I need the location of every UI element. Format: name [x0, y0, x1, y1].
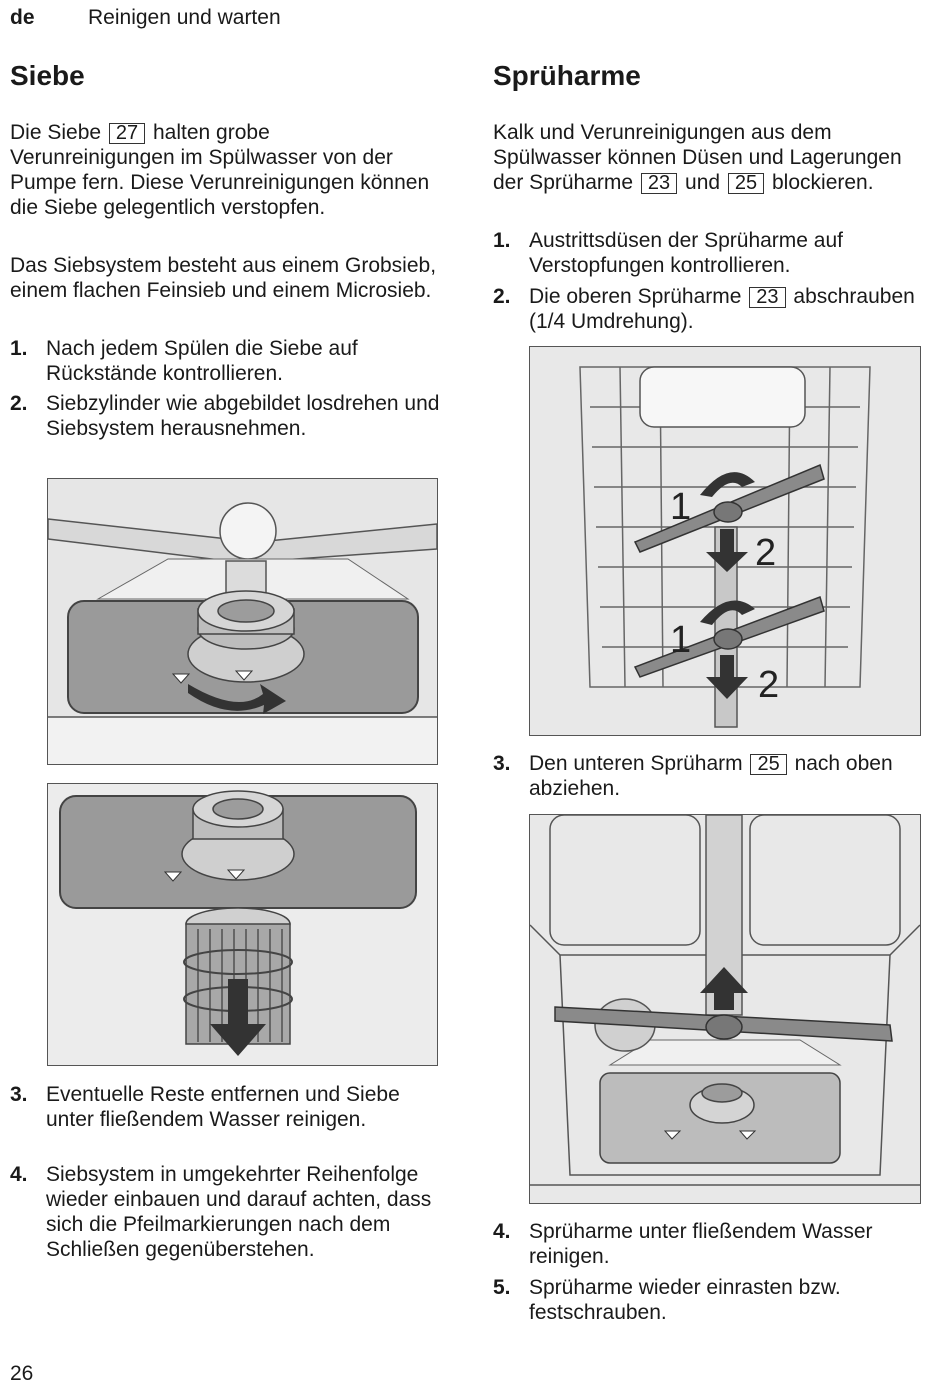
step-text-post: abschrauben (1/4 Umdrehung). — [529, 285, 915, 333]
step-text: Siebzylinder wie abgebildet losdrehen un… — [46, 392, 440, 440]
step-text-post: nach oben abziehen. — [529, 752, 893, 800]
step-number: 4. — [10, 1163, 28, 1186]
step-text: Nach jedem Spülen die Siebe auf Rückstän… — [46, 337, 358, 385]
step-number: 4. — [493, 1220, 511, 1243]
step-number: 3. — [10, 1083, 28, 1106]
ref-25: 25 — [727, 173, 765, 194]
step-text-pre: Den unteren Sprüharm — [529, 752, 743, 775]
heading-siebe: Siebe — [10, 60, 85, 91]
step-number: 2. — [493, 285, 511, 308]
figure-strainer-twist — [47, 478, 438, 765]
step-number: 1. — [493, 229, 511, 252]
label-rotate-lower: 1 — [670, 619, 691, 661]
intro-sprueharme: Kalk und Verunreinigungen aus dem Spülwa… — [493, 120, 913, 195]
page-number: 26 — [10, 1362, 34, 1385]
step-text: Die oberen Sprüharme 23 abschrauben (1/4… — [529, 284, 929, 334]
figure-strainer-remove — [47, 783, 438, 1066]
ref-27: 27 — [108, 123, 146, 144]
step-text: Sprüharme wieder einrasten bzw. festschr… — [529, 1276, 841, 1324]
step-number: 5. — [493, 1276, 511, 1299]
step-text: Eventuelle Reste entfernen und Siebe unt… — [46, 1083, 400, 1131]
language-code: de — [10, 6, 35, 29]
label-pull-lower: 2 — [758, 664, 779, 706]
step-text: Austrittsdüsen der Sprüharme auf Verstop… — [529, 229, 843, 277]
ref-23: 23 — [640, 173, 678, 194]
intro-sprueharme-post: blockieren. — [772, 171, 874, 194]
ref-23: 23 — [749, 287, 786, 308]
step-number: 3. — [493, 752, 511, 775]
label-rotate-upper: 1 — [670, 486, 691, 528]
step-text-pre: Die oberen Sprüharme — [529, 285, 742, 308]
intro-sprueharme-pre: Kalk und Verunreinigungen aus dem Spülwa… — [493, 121, 902, 194]
step-text: Den unteren Sprüharm 25 nach oben abzieh… — [529, 751, 929, 801]
intro-siebe-1: Die Siebe 27 halten grobe Verunreinigung… — [10, 120, 440, 220]
section-title: Reinigen und warten — [88, 6, 281, 29]
label-pull-upper: 2 — [755, 532, 776, 574]
step-text: Siebsystem in umgekehrter Reihenfolge wi… — [46, 1163, 432, 1261]
intro-sprueharme-mid: und — [685, 171, 721, 194]
heading-sprueharme: Sprüharme — [493, 60, 641, 91]
intro-siebe-1-post: halten grobe Verunreinigungen im Spülwas… — [10, 121, 430, 219]
step-number: 2. — [10, 392, 28, 415]
intro-siebe-1-pre: Die Siebe — [10, 121, 102, 144]
figure-upper-spray-arms: 1 2 1 2 — [529, 346, 921, 736]
intro-siebe-2: Das Siebsystem besteht aus einem Grobsie… — [10, 254, 437, 302]
step-text: Sprüharme unter fließendem Wasser reinig… — [529, 1220, 873, 1268]
figure-lower-spray-arm — [529, 814, 921, 1204]
step-number: 1. — [10, 337, 28, 360]
ref-25: 25 — [750, 754, 787, 775]
